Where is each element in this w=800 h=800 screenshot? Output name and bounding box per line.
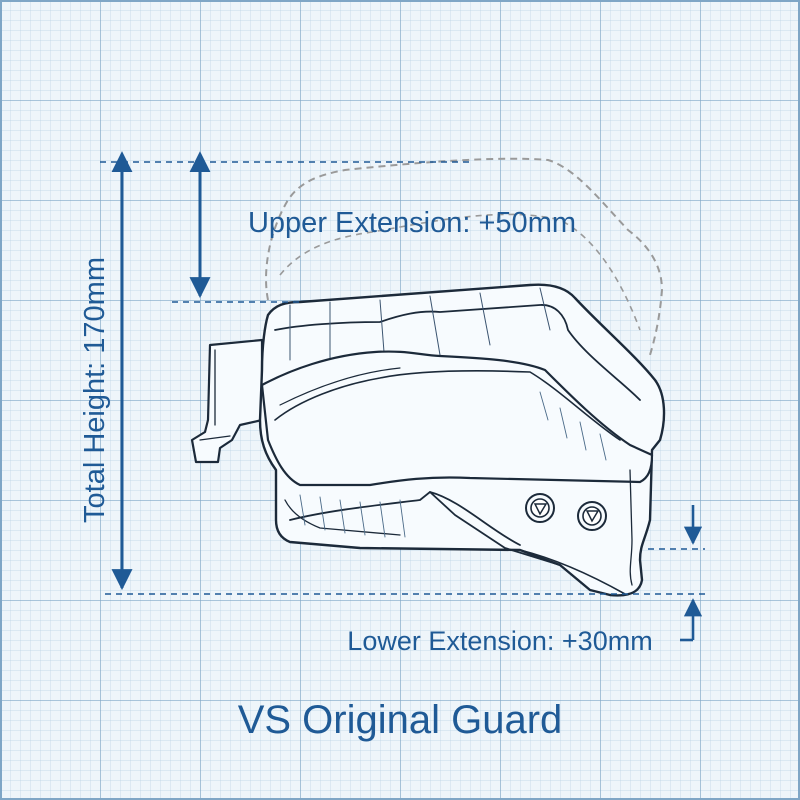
hand-guard-drawing [190,283,666,597]
upper-extension-label: Upper Extension: +50mm [248,207,576,239]
upper-extension-outline [265,157,664,356]
total-height-label: Total Height: 170mm [79,257,111,523]
bolt-right [577,501,607,531]
lower-extension-label: Lower Extension: +30mm [347,626,652,656]
caption: VS Original Guard [238,698,563,742]
triangle-bolt-icon [585,510,600,523]
reference-lines [100,161,705,595]
bolt-left [525,493,555,523]
triangle-bolt-icon [533,503,548,516]
